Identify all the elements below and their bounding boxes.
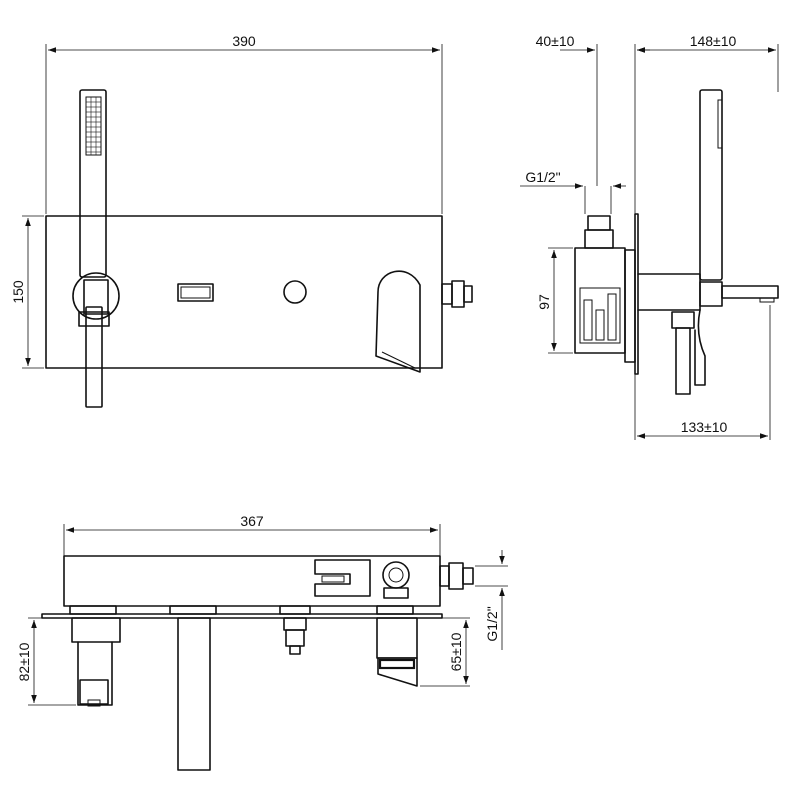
side-inlet-body: [584, 229, 614, 249]
top-holder-body: [77, 641, 113, 706]
dim-top-lever: 65±10: [448, 632, 464, 671]
dim-side-thread: G1/2": [525, 169, 560, 185]
hand-shower-body: [79, 89, 107, 278]
hand-shower: [72, 89, 120, 408]
top-wall-plate: [41, 613, 443, 619]
diverter-button: [283, 280, 307, 304]
dim-top-width: 367: [240, 513, 264, 529]
dim-front-width: 390: [232, 33, 256, 49]
spout-collar: [699, 281, 723, 307]
top-lever-body: [376, 617, 418, 659]
spout-outlet: [177, 283, 214, 302]
hose-stem: [85, 306, 103, 408]
top-inlet-base: [439, 565, 450, 587]
top-round-fitting: [382, 561, 410, 589]
wall-flange: [624, 249, 636, 363]
top-spout: [177, 617, 211, 771]
top-view: 367: [16, 513, 508, 771]
spout-tip: [721, 285, 779, 299]
side-hand-shower: [699, 89, 723, 281]
side-shower-head: [717, 99, 723, 149]
lever-edge: [381, 351, 416, 369]
front-inlet-fitting: [441, 280, 473, 308]
dim-side-outlet: 148±10: [690, 33, 737, 49]
shower-holder: [72, 272, 120, 320]
top-slot: [314, 559, 371, 597]
front-view: 390 150: [10, 33, 473, 408]
top-lever-tip: [377, 657, 418, 687]
spout-body: [637, 273, 701, 311]
dim-top-spout: 82±10: [16, 642, 32, 681]
hose-nut: [78, 311, 110, 327]
side-hose: [675, 327, 691, 395]
dim-top-thread: G1/2": [484, 606, 500, 641]
side-lever: [694, 309, 706, 386]
dim-side-box-height: 97: [536, 294, 552, 310]
wall-plate: [634, 213, 639, 375]
dim-side-inlet: 40±10: [536, 33, 575, 49]
top-holder-base: [71, 617, 121, 643]
holder-bracket: [83, 279, 109, 315]
dim-side-base: 133±10: [681, 419, 728, 435]
valve-cartridge: [579, 287, 621, 344]
spout-outlet-inner: [180, 286, 211, 299]
side-view: 40±10 148±10 G1/2": [520, 33, 779, 440]
shower-nozzles-icon: [86, 97, 101, 155]
shower-head-grill: [85, 96, 102, 156]
valve-box: [574, 247, 626, 354]
mixer-lever: [375, 270, 421, 373]
side-inlet-nut: [587, 215, 611, 231]
side-diverter: [671, 311, 695, 329]
dim-front-height: 150: [10, 280, 26, 304]
top-diverter-base: [283, 617, 307, 631]
